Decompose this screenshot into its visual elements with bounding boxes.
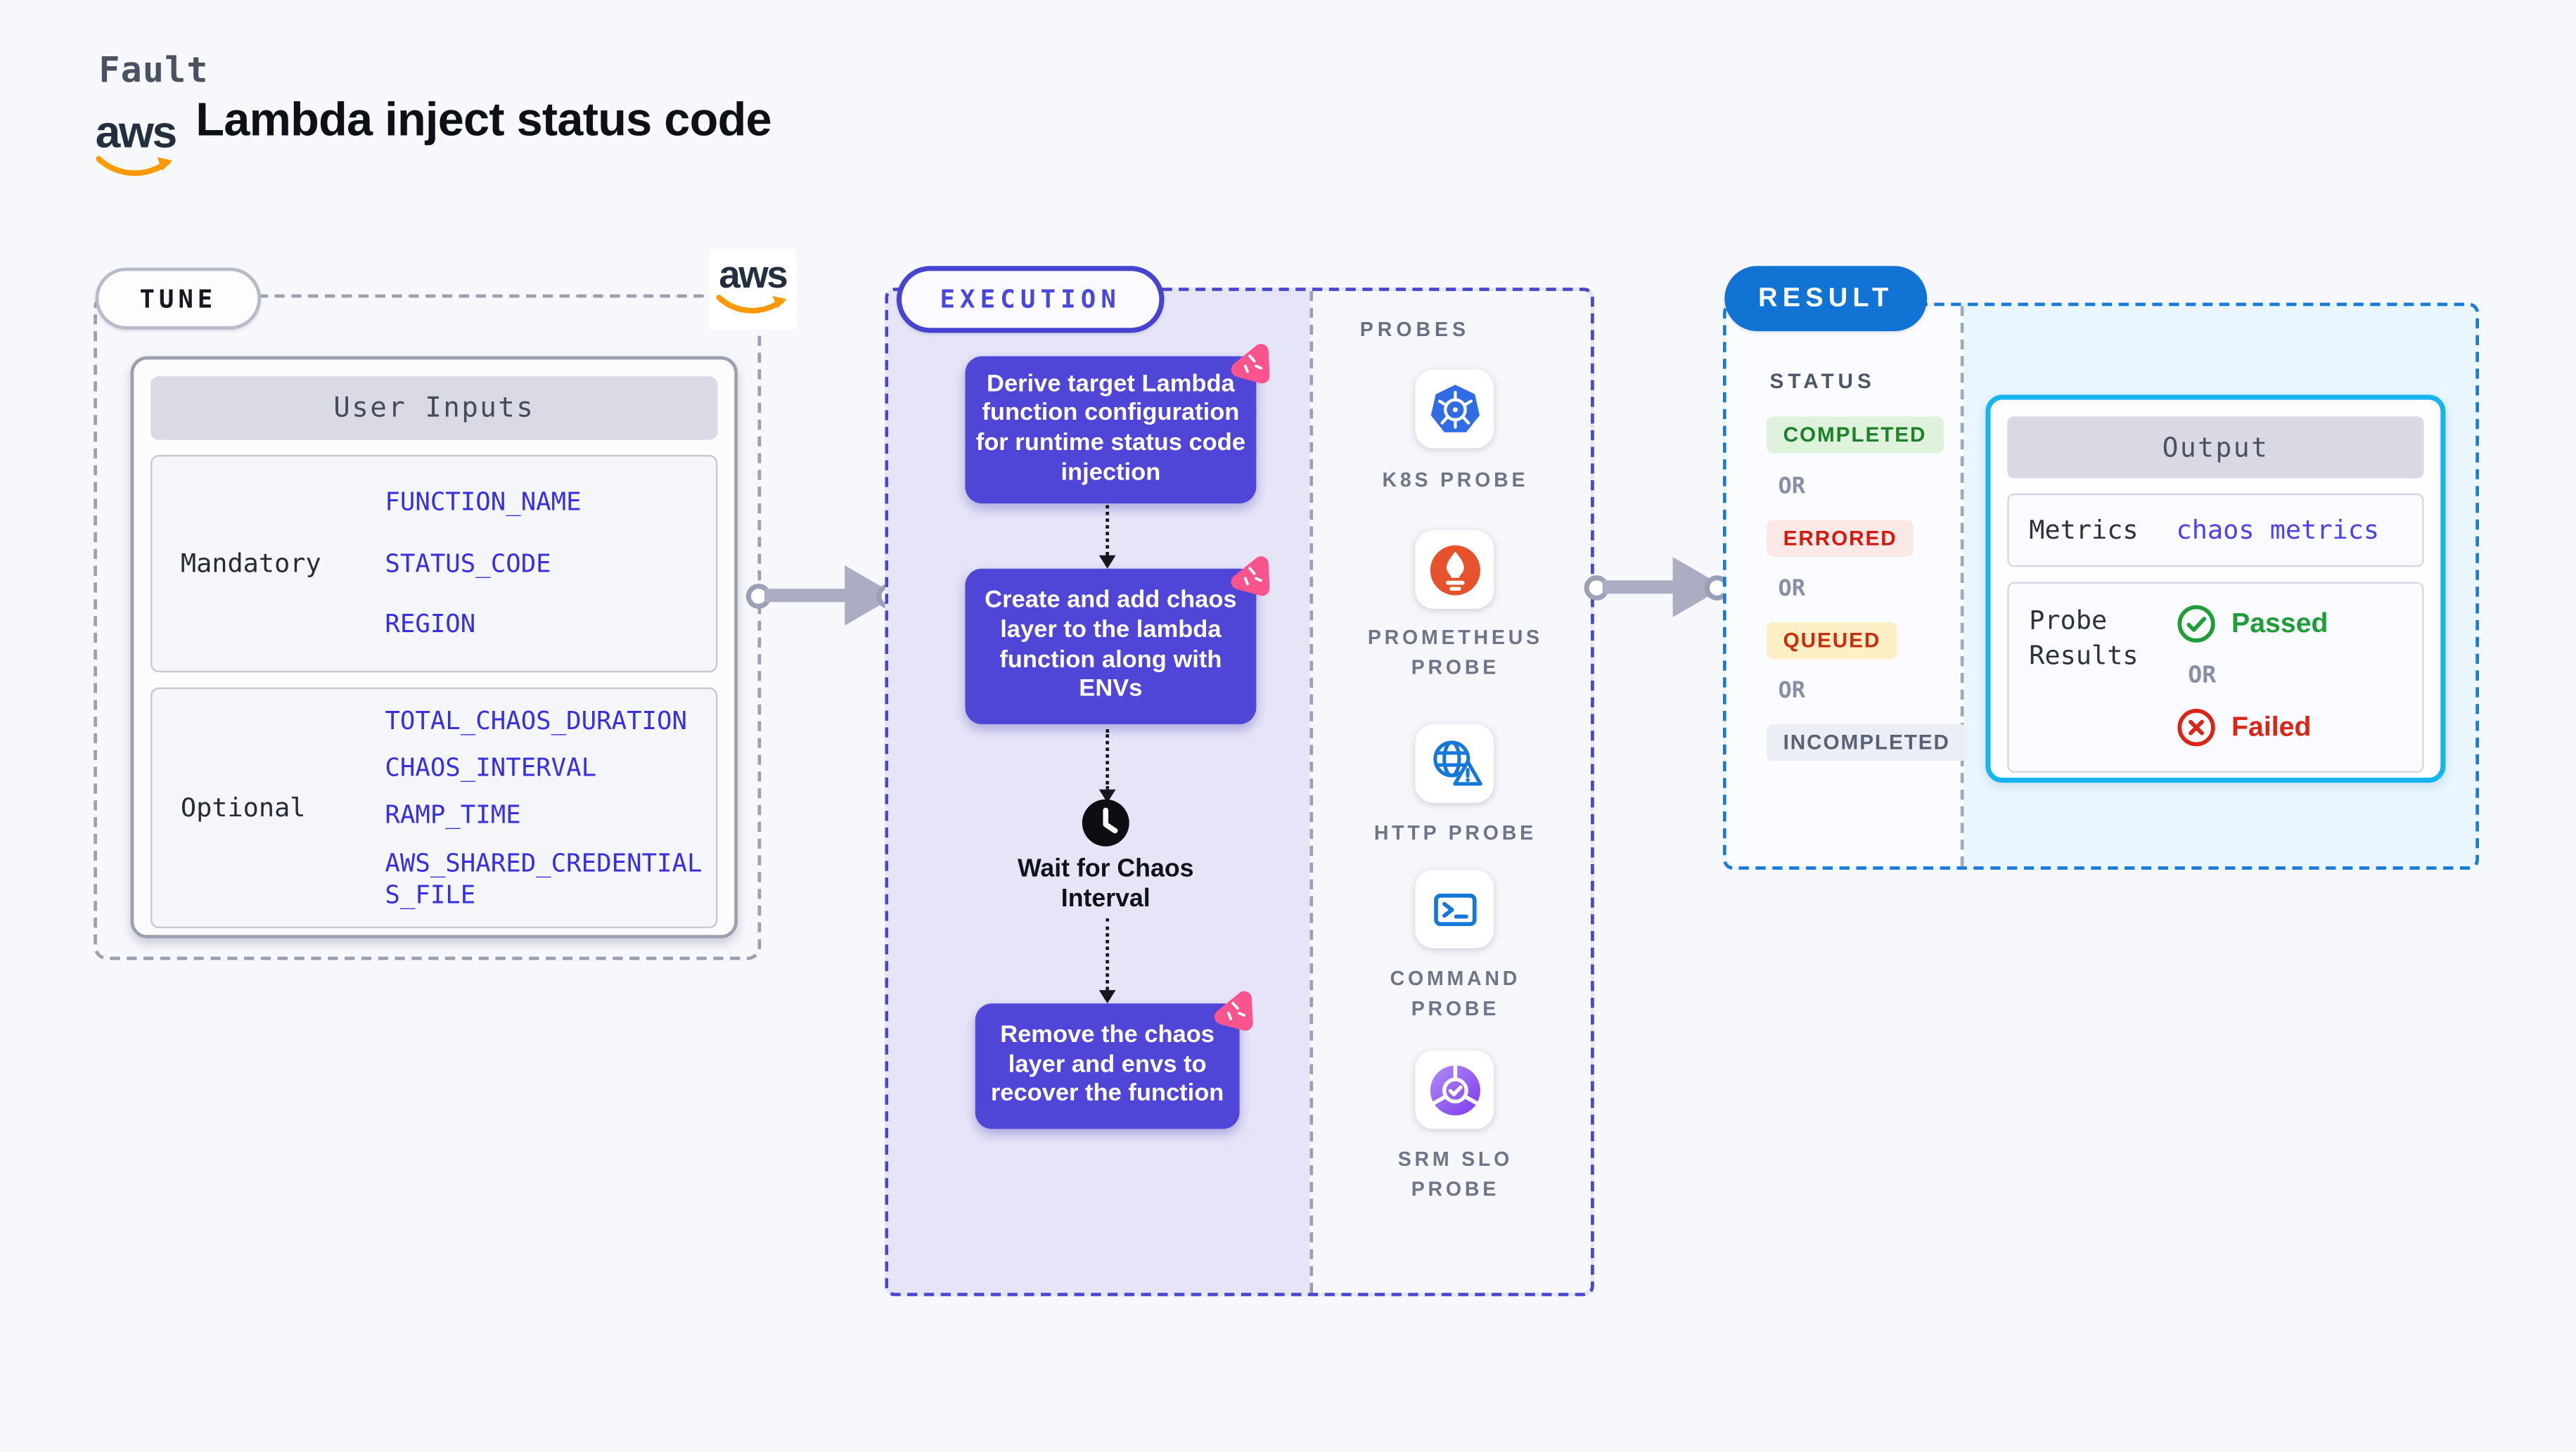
step-text: Create and add chaos layer to the lambda… <box>985 587 1237 703</box>
row-label: Mandatory <box>180 548 321 579</box>
litmus-chaos-icon <box>1231 344 1270 384</box>
x-circle-icon <box>2177 709 2215 747</box>
probe-results-label: Probe Results <box>2029 605 2139 671</box>
globe-warning-icon <box>1415 724 1494 803</box>
litmus-chaos-icon <box>1214 991 1253 1031</box>
env-var: REGION <box>385 609 476 640</box>
table-row-mandatory: Mandatory FUNCTION_NAME STATUS_CODE REGI… <box>150 454 718 673</box>
connector-arrow <box>1098 918 1116 1004</box>
page-title: Lambda inject status code <box>196 94 771 146</box>
table-row-optional: Optional TOTAL_CHAOS_DURATION CHAOS_INTE… <box>150 687 718 929</box>
env-var: CHAOS_INTERVAL <box>385 752 597 783</box>
arrow-tune-to-execution <box>745 565 902 626</box>
output-card: Output Metrics chaos metrics Probe Resul… <box>1985 394 2446 783</box>
arrow-execution-to-result <box>1584 557 1730 617</box>
probe-results-row: Probe Results Passed OR Failed <box>2007 582 2424 773</box>
or-separator: OR <box>1778 575 1806 603</box>
status-badge-errored: ERRORED <box>1766 520 1914 558</box>
passed-label: Passed <box>2231 608 2328 638</box>
probe-label: PROMETHEUS PROBE <box>1367 625 1543 679</box>
prometheus-icon <box>1415 530 1494 609</box>
metrics-label: Metrics <box>2029 514 2139 545</box>
clock-icon <box>1081 798 1131 848</box>
env-var: AWS_SHARED_CREDENTIALS_FILE <box>385 847 703 909</box>
status-badge-queued: QUEUED <box>1766 622 1898 660</box>
aws-smile-icon <box>716 295 787 314</box>
user-inputs-table: User Inputs Mandatory FUNCTION_NAME STAT… <box>130 356 738 939</box>
tune-panel <box>94 294 762 960</box>
probe-label: SRM SLO PROBE <box>1397 1147 1513 1201</box>
or-separator: OR <box>2188 662 2217 689</box>
output-header: Output <box>2007 416 2424 479</box>
status-strip <box>1726 306 1964 867</box>
aws-logo-word: aws <box>95 107 178 158</box>
wait-for-chaos-interval-label: Wait for Chaos Interval <box>1018 854 1194 913</box>
fault-eyebrow: Fault <box>98 50 209 91</box>
status-heading: STATUS <box>1769 369 1876 393</box>
failed-line: Failed <box>2177 707 2423 747</box>
or-separator: OR <box>1778 473 1806 501</box>
probe-label: HTTP PROBE <box>1373 821 1537 845</box>
probe-results-values: Passed OR Failed <box>2177 604 2423 771</box>
row-values: TOTAL_CHAOS_DURATION CHAOS_INTERVAL RAMP… <box>385 689 716 927</box>
step-remove-chaos-layer: Remove the chaos layer and envs to recov… <box>975 991 1253 1129</box>
step-derive-config: Derive target Lambda function configurat… <box>965 344 1270 503</box>
status-badge-completed: COMPLETED <box>1766 416 1944 454</box>
probe-label: K8S PROBE <box>1382 468 1529 492</box>
aws-smile-icon <box>96 155 173 176</box>
row-label: Optional <box>180 792 306 823</box>
probe-label: COMMAND PROBE <box>1390 966 1521 1020</box>
check-circle-icon <box>2177 605 2215 643</box>
aws-logo-word: aws <box>719 252 788 297</box>
status-badge-incompleted: INCOMPLETED <box>1766 724 1967 762</box>
env-var: FUNCTION_NAME <box>385 487 582 517</box>
step-add-chaos-layer: Create and add chaos layer to the lambda… <box>965 556 1270 724</box>
row-values: FUNCTION_NAME STATUS_CODE REGION <box>385 456 716 670</box>
failed-label: Failed <box>2231 712 2312 742</box>
passed-line: Passed <box>2177 604 2423 644</box>
kubernetes-icon <box>1415 369 1494 449</box>
user-inputs-header: User Inputs <box>150 376 718 440</box>
tune-pill: TUNE <box>95 267 262 330</box>
metrics-value: chaos metrics <box>2176 515 2380 546</box>
connector-arrow <box>1098 729 1116 803</box>
litmus-chaos-icon <box>1231 556 1270 596</box>
metrics-row: Metrics chaos metrics <box>2007 493 2424 567</box>
step-text: Remove the chaos layer and envs to recov… <box>990 1022 1224 1108</box>
or-separator: OR <box>1778 677 1806 705</box>
pie-check-icon <box>1415 1050 1494 1129</box>
step-text: Derive target Lambda function configurat… <box>975 371 1246 487</box>
env-var: RAMP_TIME <box>385 799 521 830</box>
aws-logo-tune: aws <box>709 249 797 330</box>
aws-logo: aws <box>95 107 178 186</box>
result-pill: RESULT <box>1724 266 1928 331</box>
connector-arrow <box>1098 505 1116 569</box>
execution-pill: EXECUTION <box>896 266 1165 333</box>
env-var: TOTAL_CHAOS_DURATION <box>385 705 688 735</box>
env-var: STATUS_CODE <box>385 548 551 579</box>
probes-heading: PROBES <box>1359 317 1470 342</box>
terminal-icon <box>1415 869 1494 949</box>
